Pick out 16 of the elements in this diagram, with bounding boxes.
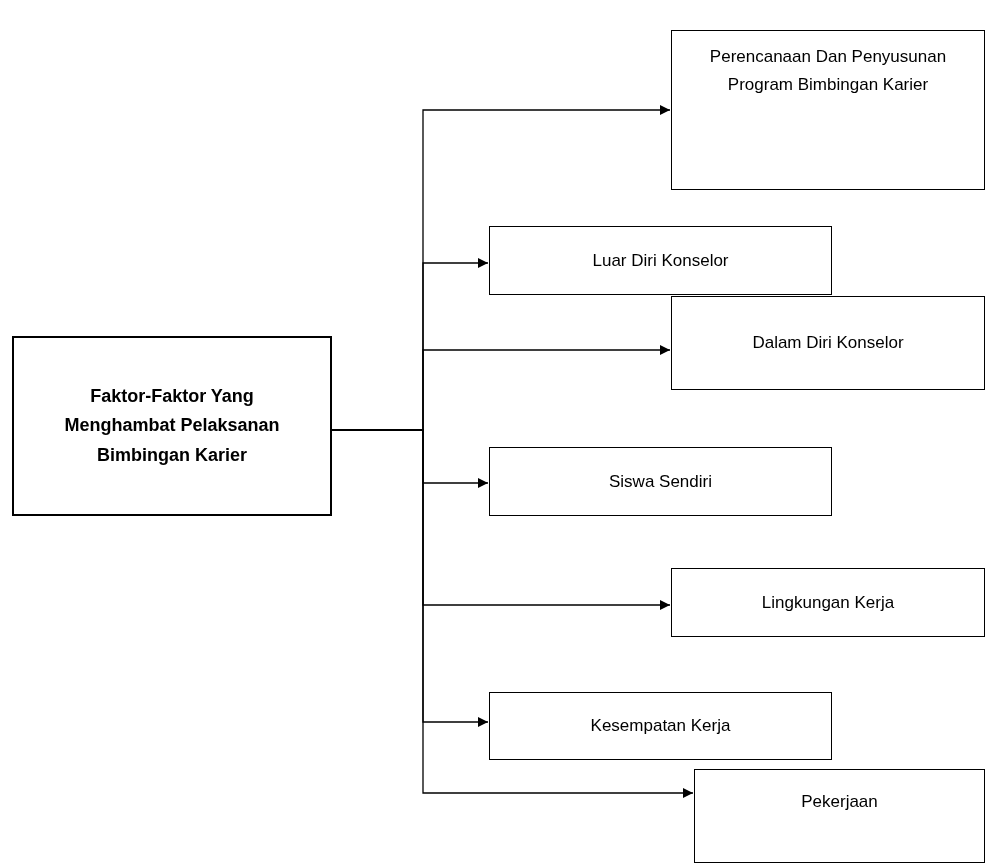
box-label: Perencanaan Dan Penyusunan Program Bimbingan Karier (708, 46, 948, 96)
box-label: Kesempatan Kerja (590, 715, 731, 738)
box-label: Siswa Sendiri (609, 470, 712, 493)
process-box (671, 30, 985, 190)
box-label: Faktor-Faktor Yang Menghambat Pelaksanan Bimbingan Karier (63, 385, 281, 467)
process-box (671, 568, 985, 637)
box-label: Luar Diri Konselor (592, 249, 729, 272)
process-box (489, 447, 832, 516)
box-label: Lingkungan Kerja (761, 591, 895, 614)
process-box (694, 769, 985, 863)
process-box (671, 296, 985, 390)
process-box (489, 226, 832, 295)
process-box (489, 692, 832, 760)
box-label: Dalam Diri Konselor (752, 332, 904, 355)
process-box (12, 336, 332, 516)
box-label: Pekerjaan (801, 791, 878, 813)
